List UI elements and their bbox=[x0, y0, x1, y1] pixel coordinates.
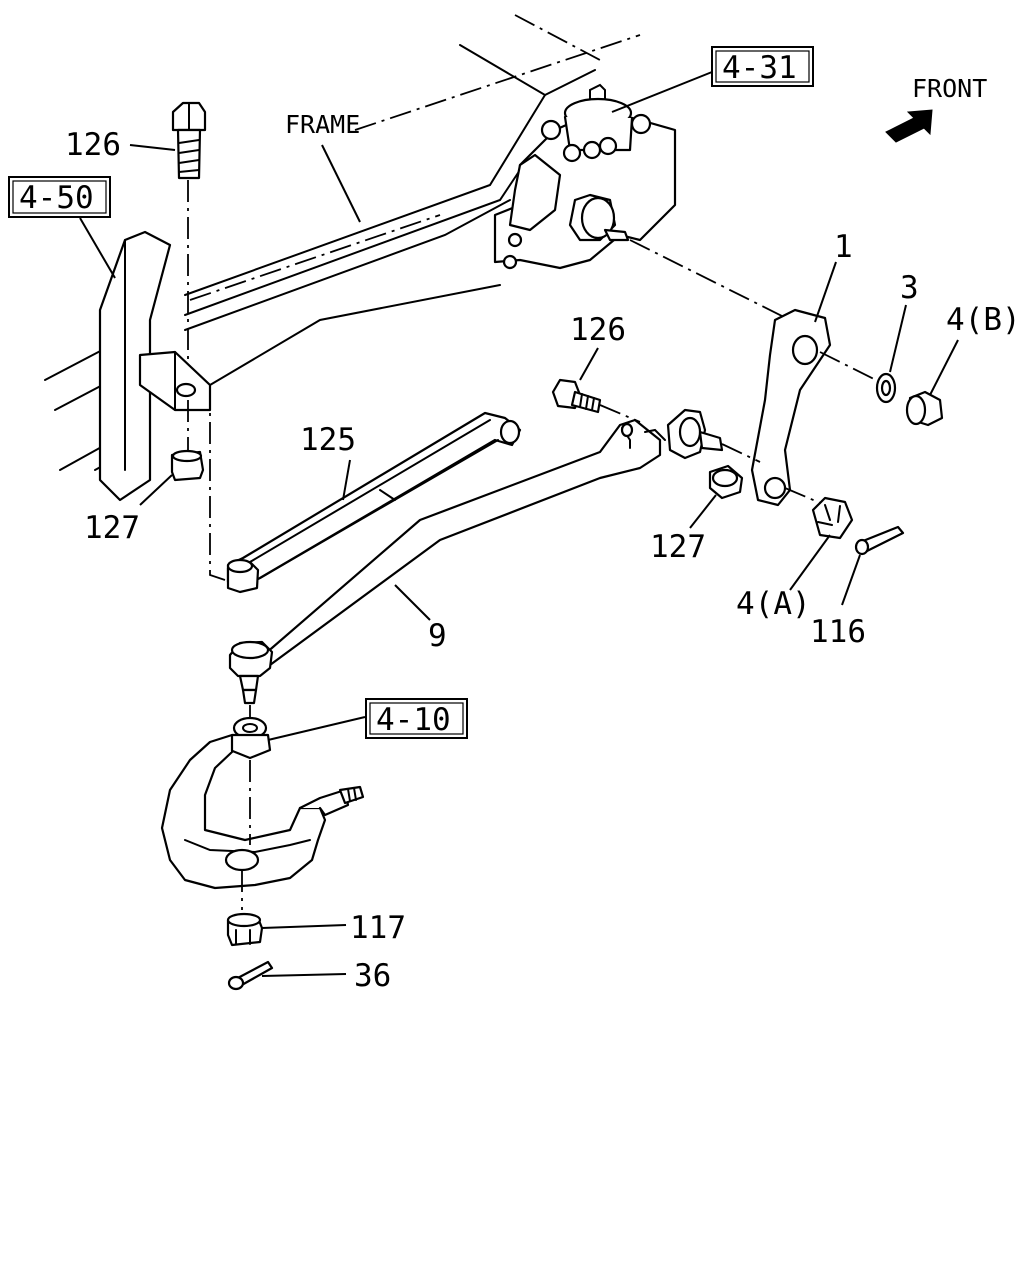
nut-4b bbox=[905, 390, 944, 427]
drag-link-end bbox=[666, 408, 761, 463]
front-arrow-icon bbox=[885, 109, 933, 143]
ref-box-4-10: 4-10 bbox=[365, 698, 468, 739]
part-label-116: 116 bbox=[810, 614, 866, 650]
ref-box-4-31: 4-31 bbox=[711, 46, 814, 87]
frame-bracket bbox=[98, 230, 212, 502]
part-label-1: 1 bbox=[834, 229, 853, 265]
castle-nut-4a bbox=[811, 496, 854, 540]
nut-127-left bbox=[170, 449, 205, 482]
part-label-126-mid: 126 bbox=[570, 312, 626, 348]
pitman-arm bbox=[750, 308, 881, 507]
cotter-pin-116 bbox=[854, 525, 905, 556]
part-label-117: 117 bbox=[350, 910, 406, 946]
frame-label: FRAME bbox=[285, 110, 360, 139]
ref-label-4-10: 4-10 bbox=[376, 702, 451, 738]
part-label-126-top: 126 bbox=[65, 127, 121, 163]
part-label-127-left: 127 bbox=[84, 510, 140, 546]
ref-label-4-31: 4-31 bbox=[722, 50, 797, 86]
washer-3 bbox=[875, 372, 897, 404]
part-label-125: 125 bbox=[300, 422, 356, 458]
front-label: FRONT bbox=[912, 74, 987, 103]
drag-link-9 bbox=[228, 418, 666, 720]
part-label-4a: 4(A) bbox=[736, 586, 811, 622]
steering-gear bbox=[493, 83, 791, 321]
part-label-4b: 4(B) bbox=[946, 302, 1021, 338]
knuckle-arm bbox=[160, 716, 365, 910]
part-label-3: 3 bbox=[900, 270, 919, 306]
bolt-126-mid bbox=[551, 378, 641, 423]
bolt-126-top bbox=[171, 101, 207, 450]
ref-box-4-50: 4-50 bbox=[8, 176, 111, 218]
part-label-127-right: 127 bbox=[650, 529, 706, 565]
stay-125 bbox=[226, 411, 522, 594]
castle-nut-117 bbox=[226, 912, 264, 947]
leader-lines bbox=[79, 71, 959, 977]
part-label-36: 36 bbox=[354, 958, 391, 994]
ref-label-4-50: 4-50 bbox=[19, 180, 94, 216]
part-label-9: 9 bbox=[428, 618, 447, 654]
nut-127-right bbox=[708, 464, 744, 500]
cotter-pin-36 bbox=[227, 960, 274, 991]
